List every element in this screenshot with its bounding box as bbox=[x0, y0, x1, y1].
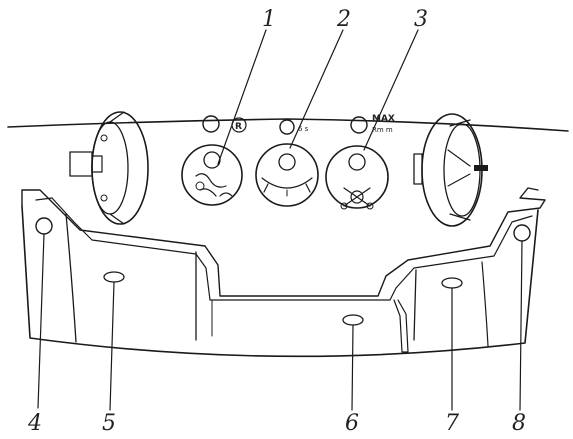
lamp-label-max-unit: Rm m bbox=[372, 126, 393, 134]
side-lamp-left bbox=[35, 217, 53, 235]
callout-3: 3 bbox=[414, 7, 428, 32]
callout-4: 4 bbox=[27, 411, 42, 436]
indicator-lamp-2 bbox=[279, 119, 295, 135]
side-lamp-right bbox=[513, 224, 531, 242]
callout-8: 8 bbox=[512, 411, 526, 436]
slot-7 bbox=[441, 277, 463, 289]
left-knob bbox=[69, 111, 149, 225]
panel-top-edge bbox=[7, 118, 569, 132]
indicator-lamp-3 bbox=[350, 116, 368, 134]
leader-lines bbox=[37, 29, 523, 411]
lamp-label-2: 6 s bbox=[298, 125, 309, 133]
slot-6 bbox=[342, 314, 364, 326]
dial-1 bbox=[181, 144, 243, 206]
slot-5 bbox=[103, 271, 125, 283]
callout-1: 1 bbox=[262, 7, 276, 32]
dial-2 bbox=[255, 143, 319, 207]
callout-6: 6 bbox=[345, 411, 359, 436]
indicator-lamp-1 bbox=[202, 115, 220, 133]
callout-7: 7 bbox=[445, 411, 459, 436]
callout-2: 2 bbox=[336, 7, 351, 32]
dial-3 bbox=[325, 145, 389, 210]
lamp-symbol-r: R bbox=[235, 122, 242, 132]
right-knob bbox=[413, 113, 488, 227]
lower-housing bbox=[21, 187, 546, 358]
lamp-label-max: MAX bbox=[372, 114, 395, 124]
callout-5: 5 bbox=[102, 411, 116, 436]
